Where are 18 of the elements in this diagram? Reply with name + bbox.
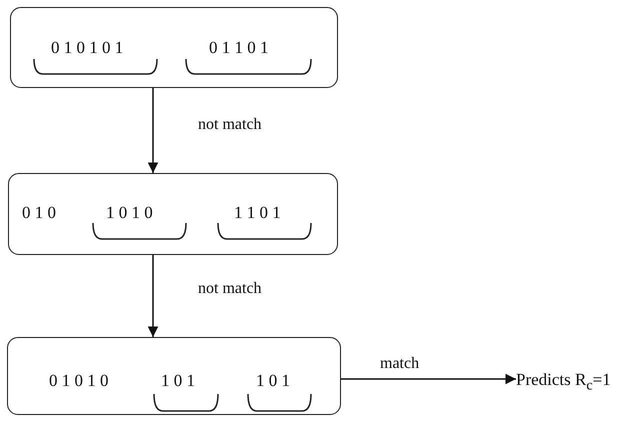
sequence-box [7,337,341,415]
arrow [148,255,158,337]
edge-label: not match [198,280,262,298]
bit-sequence: 1 0 1 0 [106,203,153,223]
arrow [148,88,158,173]
edge-label: not match [198,116,262,134]
arrow [341,374,516,384]
bit-sequence: 0 1 0 [22,203,56,223]
result-text: Predicts R$_{c}$=1 [516,370,611,396]
bit-sequence: 1 0 1 [256,371,290,391]
bit-sequence: 0 1 0 1 0 [49,371,108,391]
sequence-box [8,173,338,255]
edge-label: match [380,355,420,373]
bit-sequence: 1 0 1 [161,371,195,391]
bit-sequence: 0 1 1 0 1 [209,38,268,58]
bit-sequence: 0 1 0 1 0 1 [51,38,124,58]
sequence-box [10,7,338,88]
bit-sequence: 1 1 0 1 [234,203,281,223]
